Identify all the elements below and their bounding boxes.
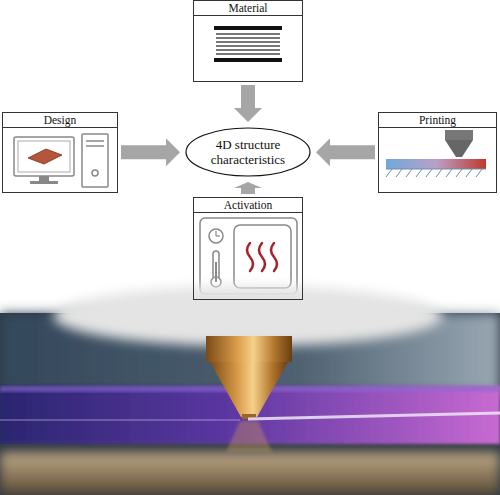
- photo-background: [0, 313, 500, 495]
- filament-line: [216, 49, 280, 51]
- monitor: [14, 137, 74, 176]
- clock-hand: [216, 235, 220, 236]
- computer-icon: [14, 134, 108, 187]
- nozzle-hex: [206, 336, 292, 362]
- drive-slot: [86, 140, 104, 142]
- power-button: [92, 170, 98, 176]
- timer-clock: [209, 229, 223, 243]
- monitor-stand: [39, 176, 49, 181]
- block-arrow: [234, 182, 262, 194]
- nozzle-photograph: [0, 286, 500, 495]
- oven-icon: [200, 218, 297, 294]
- monitor-base: [30, 181, 58, 184]
- nozzle-reflection: [226, 421, 272, 452]
- nozzle-cone: [210, 362, 288, 417]
- filament-line: [216, 33, 280, 35]
- bed-base: [386, 169, 486, 170]
- computer-tower: [82, 134, 108, 187]
- spool-flange: [214, 58, 282, 62]
- result-ellipse: 4D structure characteristics: [185, 127, 311, 177]
- printer-icon: [386, 130, 486, 177]
- filament-line: [216, 53, 280, 55]
- drive-slot: [86, 145, 104, 147]
- filament-line: [216, 45, 280, 47]
- block-arrow: [316, 138, 375, 166]
- oven-door: [234, 225, 291, 288]
- filament-line: [216, 41, 280, 43]
- design-model: [28, 149, 62, 164]
- stage-box: Material: [193, 0, 303, 82]
- box-title: Design: [3, 113, 117, 128]
- graded-print-bed: [386, 159, 486, 169]
- filament-line: [216, 37, 280, 39]
- node-label: 4D structure characteristics: [200, 137, 296, 167]
- spool-flange: [214, 26, 282, 30]
- heat-waves: [247, 243, 277, 271]
- photo-foreground: [0, 452, 500, 495]
- nozzle-tip: [445, 140, 473, 157]
- block-arrow: [121, 138, 180, 166]
- oven-body: [200, 218, 297, 294]
- filament-spool-icon: [214, 26, 282, 62]
- box-title: Material: [194, 1, 302, 16]
- clock-hand: [215, 231, 216, 236]
- filament-trace: [0, 419, 240, 421]
- block-arrow: [234, 85, 262, 122]
- ellipse-shape: [186, 128, 310, 176]
- box-title: Activation: [194, 198, 302, 213]
- thermometer-level: [215, 262, 217, 282]
- stage-box: Activation: [193, 197, 303, 300]
- stage-box: Printing: [378, 112, 497, 193]
- nozzle-body: [445, 130, 473, 140]
- extruded-filament: [248, 413, 500, 419]
- bed-hatch: [386, 169, 482, 177]
- screen: [18, 141, 70, 172]
- box-title: Printing: [379, 113, 496, 128]
- stage-box: Design: [2, 112, 118, 193]
